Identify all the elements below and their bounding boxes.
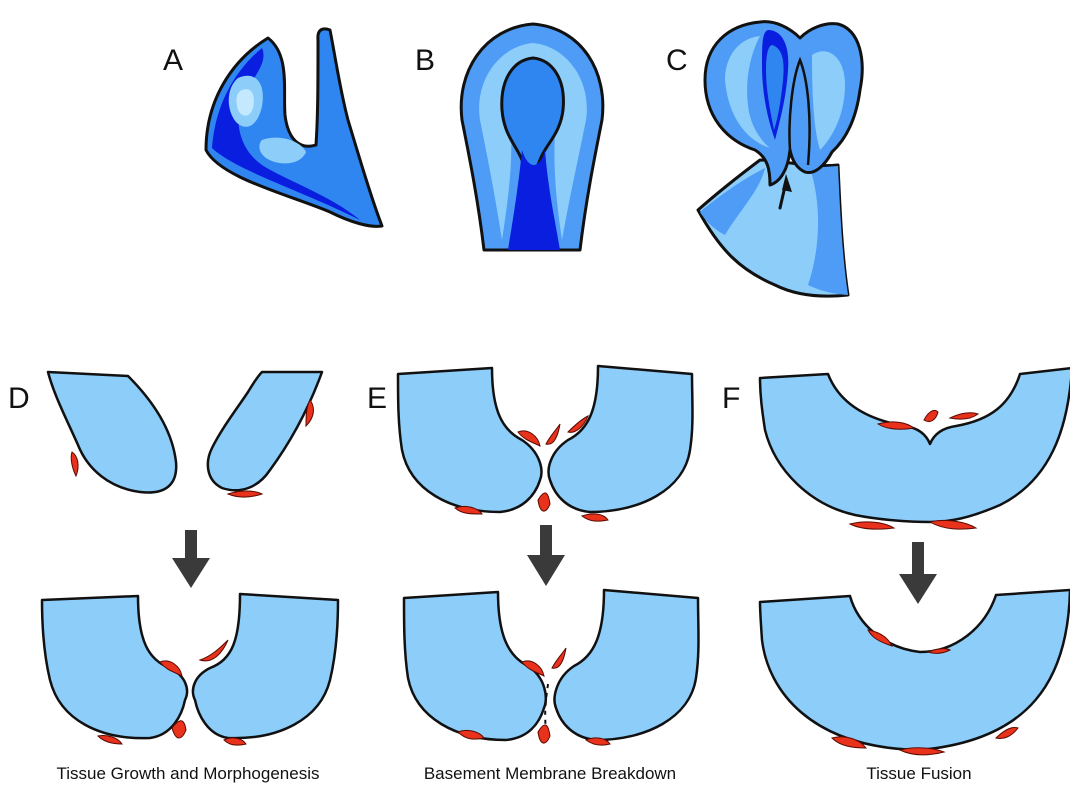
basement-membrane-f2	[924, 410, 938, 421]
tissue-lamina-fusing-f	[760, 368, 1070, 522]
panel-c: C	[666, 22, 862, 296]
basement-membrane-e6	[582, 514, 608, 521]
basement-membrane-d1	[71, 452, 78, 476]
basement-membrane-f4	[850, 522, 894, 529]
panel-d: D Tissue Growth and Morphogenesis	[8, 372, 338, 783]
panel-a: A	[163, 29, 382, 226]
panel-label-d: D	[8, 382, 30, 415]
panel-label-e: E	[367, 382, 387, 415]
basement-membrane-e8	[552, 648, 566, 668]
down-arrow-icon	[172, 530, 210, 588]
tissue-lamina-merged-d	[42, 594, 338, 738]
basement-membrane-e2	[546, 424, 560, 444]
basement-membrane-e9	[538, 725, 550, 743]
panel-label-b: B	[415, 44, 435, 77]
panel-label-c: C	[666, 44, 688, 77]
tissue-lamina-fused-f	[760, 590, 1070, 750]
basement-membrane-e4	[538, 493, 550, 511]
down-arrow-icon	[899, 542, 937, 604]
tissue-lamina-left-d	[48, 372, 176, 493]
tissue-lamina-contact-e	[398, 366, 693, 512]
panel-label-a: A	[163, 44, 183, 77]
caption-d: Tissue Growth and Morphogenesis	[56, 764, 319, 783]
basement-membrane-d3	[228, 491, 262, 497]
panel-b: B	[415, 24, 603, 250]
down-arrow-icon	[527, 525, 565, 586]
basement-membrane-f3	[950, 413, 978, 419]
panel-e: E Basement Membrane Breakdown	[367, 366, 699, 783]
caption-f: Tissue Fusion	[866, 764, 971, 783]
basement-membrane-d5	[200, 640, 228, 661]
caption-e: Basement Membrane Breakdown	[424, 764, 676, 783]
tissue-lamina-breakdown-e	[404, 590, 699, 740]
tissue-lamina-right-d	[208, 372, 322, 490]
basement-membrane-f5	[930, 520, 976, 529]
panel-f: F Tissue Fusion	[722, 368, 1070, 783]
panel-label-f: F	[722, 382, 740, 415]
